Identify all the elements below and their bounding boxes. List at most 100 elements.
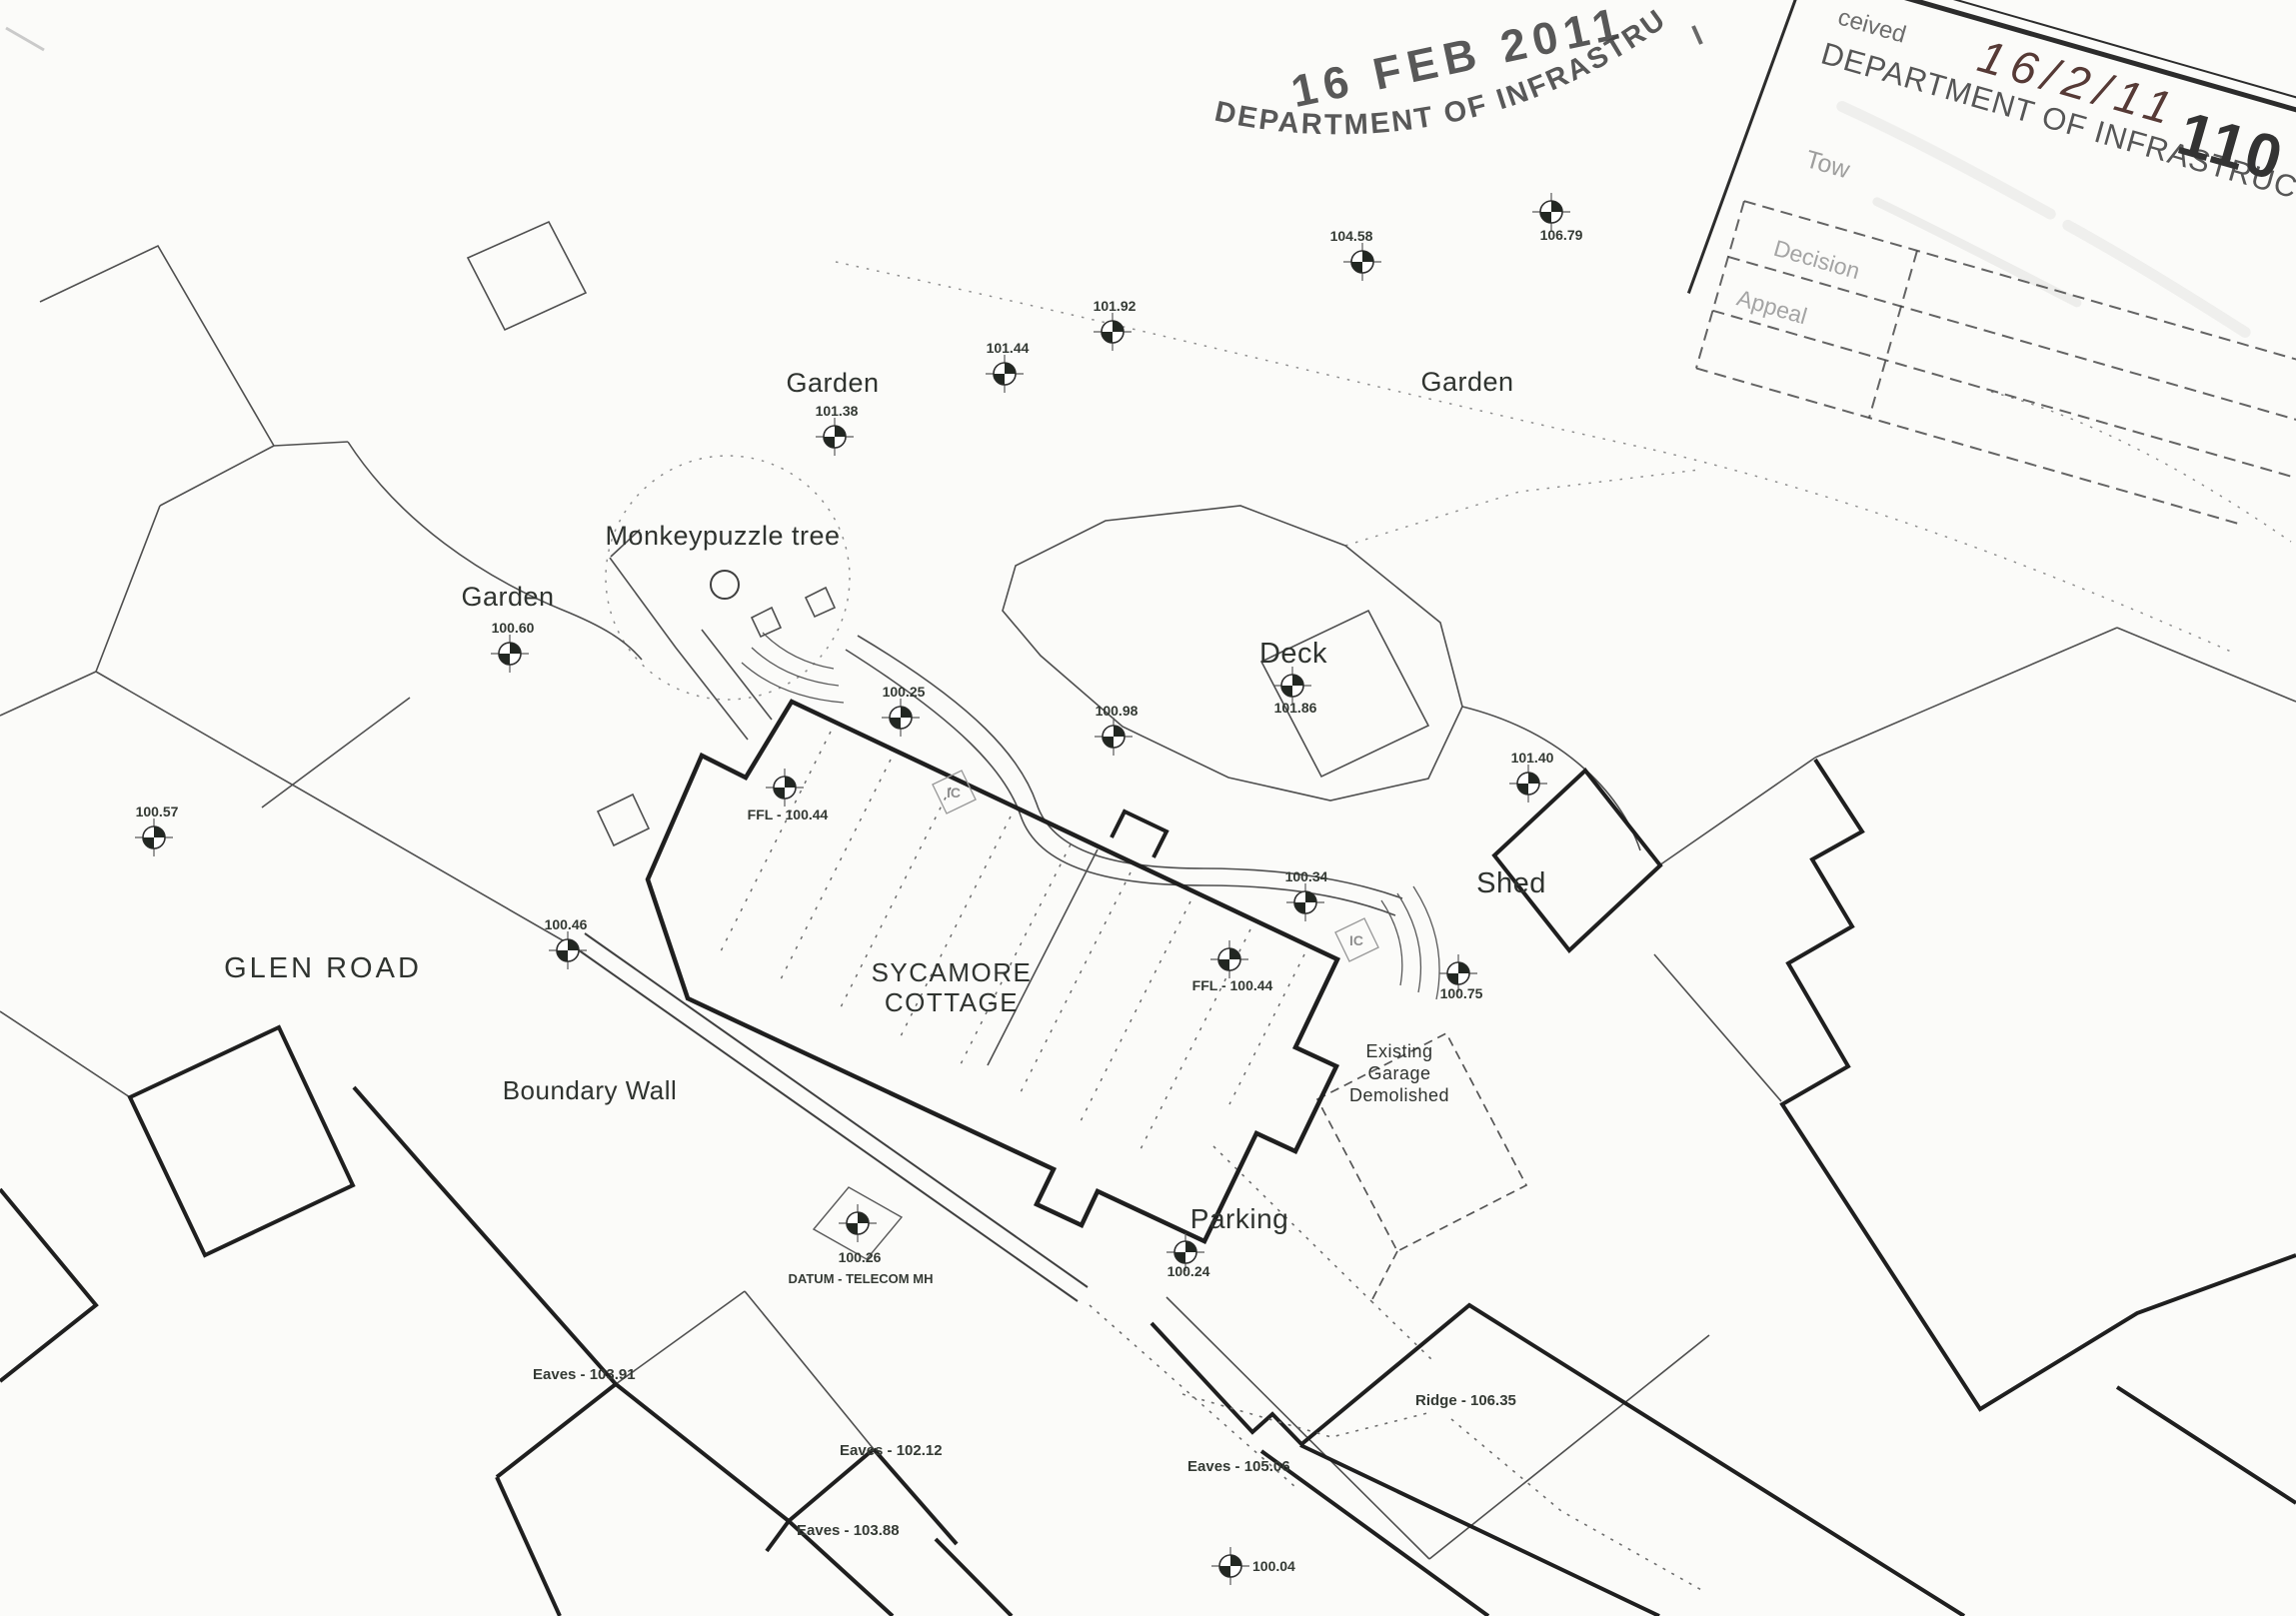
right-building — [1779, 758, 2296, 1505]
benchmark-quadrant — [1351, 262, 1362, 273]
table-row-appeal: Appeal — [1734, 285, 1810, 330]
roads-and-walls — [0, 220, 2296, 1560]
survey-level-value: 100.24 — [1167, 1263, 1210, 1279]
benchmark-quadrant — [1292, 675, 1303, 686]
area-label: Deck — [1259, 638, 1327, 670]
area-label: Boundary Wall — [503, 1075, 678, 1105]
area-label: COTTAGE — [885, 987, 1019, 1017]
level-annotation: Eaves - 105.06 — [1187, 1458, 1290, 1475]
benchmark-quadrant — [568, 939, 579, 950]
benchmark-quadrant — [1458, 962, 1469, 973]
survey-level-value: 101.44 — [987, 340, 1030, 356]
benchmark-quadrant — [1185, 1241, 1196, 1252]
survey-level-value: 101.86 — [1274, 700, 1317, 716]
shed-outline — [1491, 768, 1663, 953]
level-annotation: Eaves - 102.12 — [840, 1442, 943, 1459]
survey-markers-layer: 104.58 106.79 101.92 101.44 101.38 100.60 100.… — [135, 193, 1583, 1585]
survey-marker: FFL - 100.44 — [748, 769, 829, 822]
survey-level-value: 100.46 — [545, 916, 588, 932]
tree-canopy-dotted-circle — [605, 455, 851, 701]
benchmark-quadrant — [824, 437, 835, 448]
application-number: 110 — [2170, 99, 2291, 195]
curved-steps-tree — [741, 632, 845, 704]
survey-marker: 100.46 — [545, 916, 588, 969]
survey-level-value: 104.58 — [1330, 228, 1373, 244]
survey-marker: 100.04 — [1211, 1547, 1295, 1585]
survey-marker: 104.58 — [1330, 228, 1381, 281]
benchmark-quadrant — [774, 788, 785, 799]
benchmark-quadrant — [1528, 773, 1539, 784]
benchmark-quadrant — [1551, 201, 1562, 212]
benchmark-quadrant — [1229, 948, 1240, 959]
survey-marker: FFL - 100.44 — [1192, 940, 1273, 993]
benchmark-quadrant — [1103, 737, 1114, 748]
survey-marker: 100.24 — [1166, 1233, 1210, 1279]
survey-level-value: 100.04 — [1252, 1558, 1295, 1574]
terrace-buildings — [352, 1085, 959, 1616]
neighbouring-buildings — [0, 758, 2296, 1616]
survey-level-value: 101.38 — [816, 403, 859, 419]
benchmark-quadrant — [1447, 973, 1458, 984]
benchmark-quadrant — [1230, 1555, 1241, 1566]
survey-level-value: 101.92 — [1094, 298, 1137, 314]
benchmark-quadrant — [499, 654, 510, 665]
tree-trunk — [710, 570, 740, 600]
benchmark-quadrant — [890, 718, 901, 729]
benchmark-quadrant — [154, 826, 165, 837]
benchmark-quadrant — [785, 777, 796, 788]
benchmark-quadrant — [835, 426, 846, 437]
survey-marker: 101.44 — [986, 340, 1030, 393]
ridge-dotted-lines — [1181, 1393, 1704, 1592]
survey-level-value: 100.34 — [1285, 868, 1328, 884]
garden-boundary-deck — [1002, 505, 1463, 802]
gate-posts — [750, 586, 837, 639]
level-annotation: Eaves - 103.88 — [797, 1522, 900, 1539]
table-row-decision: Decision — [1771, 235, 1863, 284]
level-annotation: Eaves - 103.91 — [533, 1366, 636, 1383]
benchmark-quadrant — [847, 1223, 858, 1234]
survey-level-value: 100.75 — [1440, 985, 1483, 1001]
benchmark-quadrant — [1005, 363, 1016, 374]
benchmark-quadrant — [1281, 686, 1292, 697]
scan-artifact — [5, 26, 45, 52]
benchmark-quadrant — [557, 950, 568, 961]
benchmark-quadrant — [1362, 251, 1373, 262]
sycamore-cottage-building — [645, 699, 1341, 1244]
area-label: SYCAMORE — [872, 957, 1033, 987]
datum-label: DATUM - TELECOM MH — [789, 1271, 934, 1286]
area-label: Garage — [1367, 1063, 1430, 1083]
inspection-chambers — [932, 770, 1379, 962]
benchmark-quadrant — [858, 1212, 869, 1223]
datum-diamond — [812, 1186, 904, 1260]
received-stamp: ceived 16/2/11 DEPARTMENT OF INFRASTRUCT… — [1686, 0, 2296, 526]
survey-level-value: 101.40 — [1511, 750, 1554, 766]
area-label: Garden — [461, 582, 554, 612]
survey-marker: 100.57 — [135, 804, 179, 856]
survey-marker: 101.40 — [1509, 750, 1554, 803]
circular-date-stamp: 16 FEB 2011 DEPARTMENT OF INFRASTRUCTURE — [0, 0, 1703, 141]
survey-level-value: 100.98 — [1096, 703, 1139, 719]
survey-level-value: 100.26 — [839, 1249, 882, 1265]
survey-level-value: 100.57 — [136, 804, 179, 819]
dotted-boundary-lines — [605, 261, 2292, 701]
curved-steps-shed — [1380, 885, 1440, 1000]
level-annotation: Ridge - 106.35 — [1415, 1392, 1516, 1409]
benchmark-quadrant — [1540, 212, 1551, 223]
ic-label: IC — [947, 785, 961, 801]
benchmark-quadrant — [1305, 891, 1316, 902]
survey-marker: 106.79 — [1532, 193, 1583, 243]
bottom-right-building — [1298, 1302, 1966, 1616]
benchmark-quadrant — [1114, 726, 1125, 737]
town-label-fragment: Tow — [1802, 145, 1853, 184]
survey-marker: 101.38 — [816, 403, 859, 456]
survey-marker: 101.86 — [1273, 667, 1317, 716]
benchmark-quadrant — [143, 837, 154, 848]
survey-level-value: 106.79 — [1540, 227, 1583, 243]
survey-marker: 100.75 — [1439, 954, 1483, 1001]
area-label: Existing — [1365, 1041, 1432, 1061]
survey-marker: 101.92 — [1094, 298, 1137, 351]
survey-marker: 100.60 — [491, 620, 535, 673]
